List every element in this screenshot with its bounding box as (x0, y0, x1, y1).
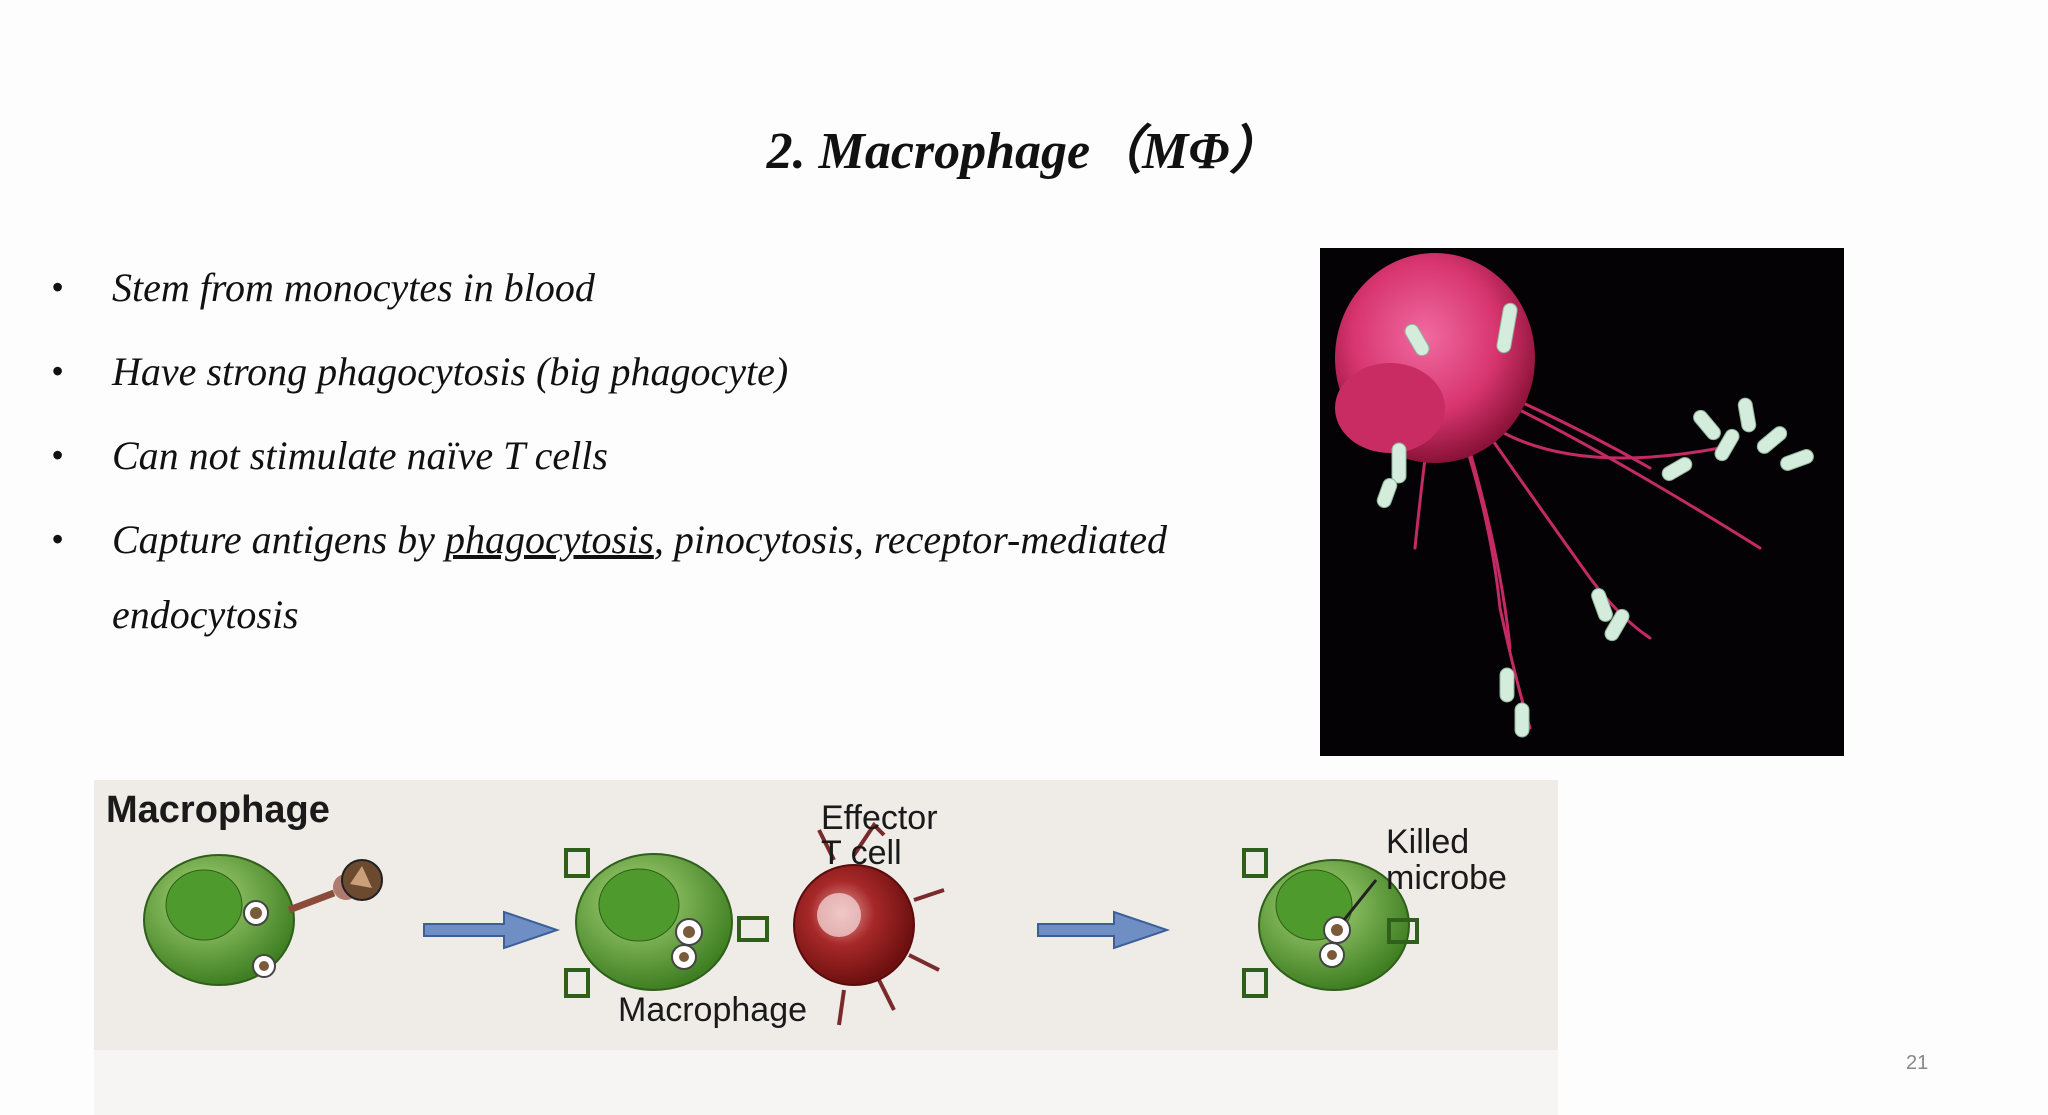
macrophage-cell-2 (564, 848, 769, 998)
diagram-label-microbe: microbe (1386, 859, 1507, 897)
diagram-graphics (143, 821, 1419, 1026)
diagram-label-macrophage: Macrophage (106, 789, 330, 831)
diagram-label-effector: Effector (821, 799, 938, 837)
bullet-text-line2: endocytosis (112, 592, 299, 637)
diagram-shadow (94, 1050, 1558, 1115)
bullet-text-end: , pinocytosis, receptor-mediated (653, 517, 1167, 562)
effector-t-cell (793, 821, 945, 1026)
arrow-2 (1037, 910, 1171, 950)
bullet-item: • Capture antigens by phagocytosis, pino… (52, 502, 1252, 652)
diagram-label-t-cell: T cell (821, 834, 902, 872)
bullet-list: • Stem from monocytes in blood • Have st… (52, 250, 1252, 661)
slide-title: 2. Macrophage（MΦ） (766, 123, 1282, 180)
bullet-symbol: • (52, 437, 64, 473)
macrophage-cell-1 (143, 854, 383, 986)
arrow-1 (423, 910, 561, 950)
bullet-item: • Have strong phagocytosis (big phagocyt… (52, 334, 1252, 409)
bullet-item: • Stem from monocytes in blood (52, 250, 1252, 325)
bullet-symbol: • (52, 521, 64, 557)
page-number: 21 (1906, 1052, 1929, 1074)
bullet-text-start: Capture antigens by (112, 517, 445, 562)
diagram-label-macrophage-bottom: Macrophage (618, 991, 808, 1029)
bullet-text: Have strong phagocytosis (big phagocyte) (112, 349, 789, 394)
bullet-text: Stem from monocytes in blood (112, 265, 595, 310)
bullet-symbol: • (52, 353, 64, 389)
diagram-label-killed: Killed (1386, 823, 1470, 861)
bullet-symbol: • (52, 269, 64, 305)
bullet-item: • Can not stimulate naïve T cells (52, 418, 1252, 493)
bullet-text: Can not stimulate naïve T cells (112, 433, 608, 478)
bullet-text-underlined: phagocytosis (444, 517, 654, 562)
macrophage-cell-3 (1242, 848, 1419, 998)
macrophage-diagram: Macrophage Effector T cell Macrophage Ki… (94, 780, 1558, 1050)
macrophage-micrograph-image (1320, 248, 1844, 756)
macrophage-micrograph (1320, 248, 1844, 756)
